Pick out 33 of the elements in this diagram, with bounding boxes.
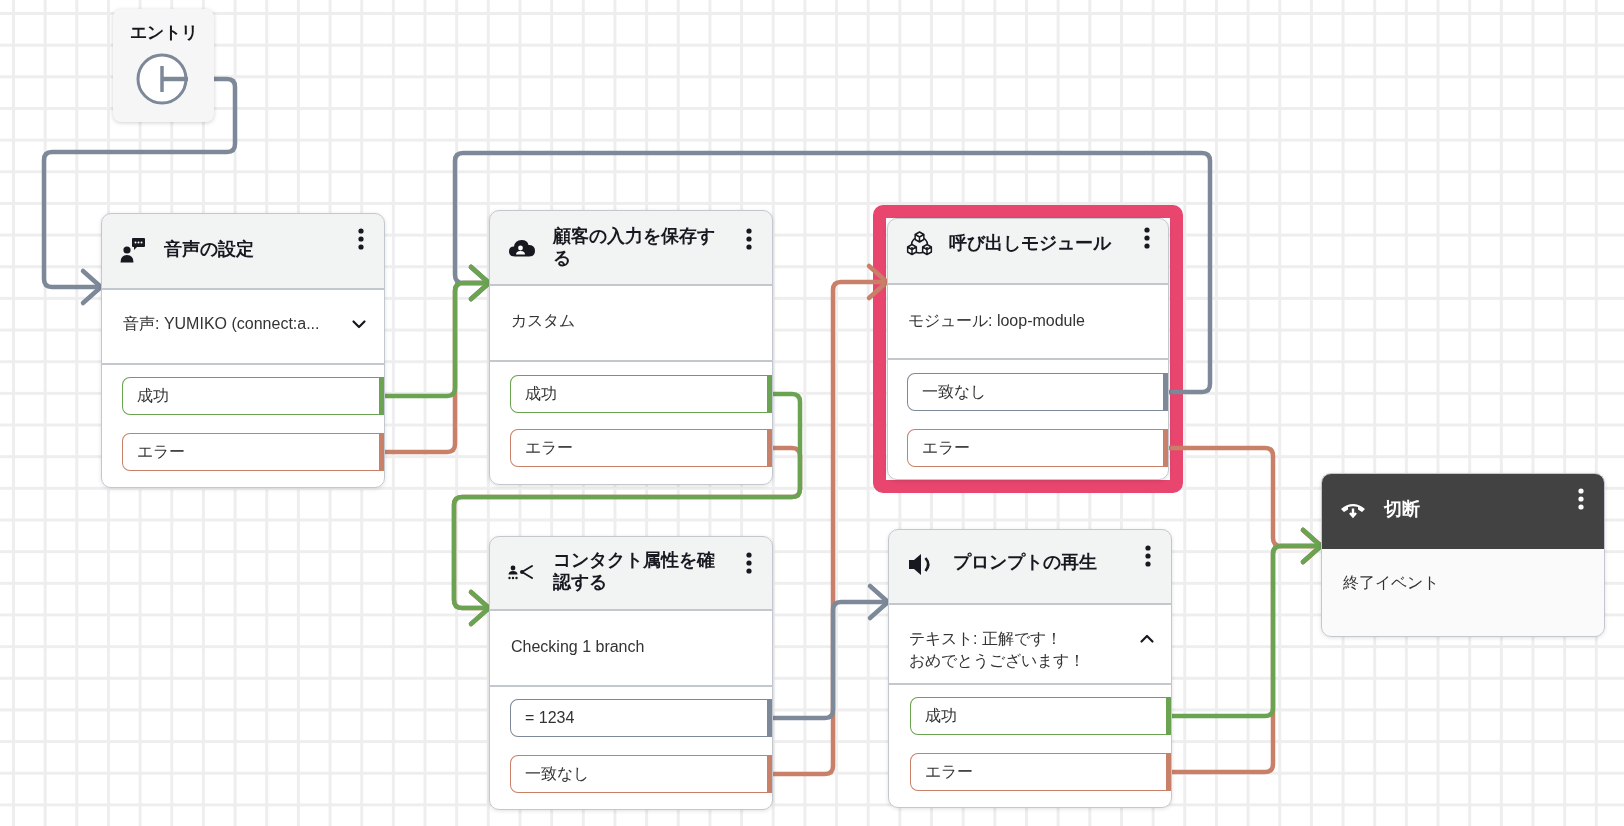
branch-box: 成功: [910, 697, 1171, 735]
block-title: プロンプトの再生: [953, 551, 1097, 573]
arrow: [452, 150, 1213, 395]
start-circle: [136, 53, 188, 105]
branch-box: 一致なし: [510, 755, 772, 793]
block-description: モジュール: loop-module: [908, 311, 1085, 331]
flow-block: [489, 210, 773, 485]
branch-box: エラー: [907, 429, 1168, 467]
entry-block: [113, 9, 214, 122]
branch-box: エラー: [910, 753, 1171, 791]
block-title: 音声の設定: [164, 238, 254, 260]
branch-box: エラー: [122, 433, 384, 471]
flow-block: [887, 218, 1169, 480]
block-title: 切断: [1384, 498, 1420, 520]
block-title: エントリ: [129, 21, 198, 43]
block-description: 音声: YUMIKO (connect:a...: [123, 314, 320, 334]
flow-block: [1321, 473, 1605, 637]
arrow: [41, 76, 238, 306]
block-title: コンタクト属性を確認する: [553, 549, 716, 593]
block-title: 呼び出しモジュール: [949, 232, 1111, 254]
branch-box: = 1234: [510, 699, 772, 737]
flow-block: [489, 536, 773, 810]
block-description: テキスト: 正解です！おめでとうございます！: [909, 629, 1086, 671]
block-description: カスタム: [511, 311, 575, 331]
branch-box: 一致なし: [907, 373, 1168, 411]
branch-box: エラー: [510, 429, 772, 467]
flow-block: [888, 529, 1172, 808]
block-title: 顧客の入力を保存する: [553, 225, 716, 269]
branch-box: 成功: [122, 377, 384, 415]
block-description: 終了イベント: [1343, 573, 1439, 593]
block-description: Checking 1 branch: [511, 637, 645, 657]
branch-box: 成功: [510, 375, 772, 413]
flow-block: [101, 213, 385, 488]
